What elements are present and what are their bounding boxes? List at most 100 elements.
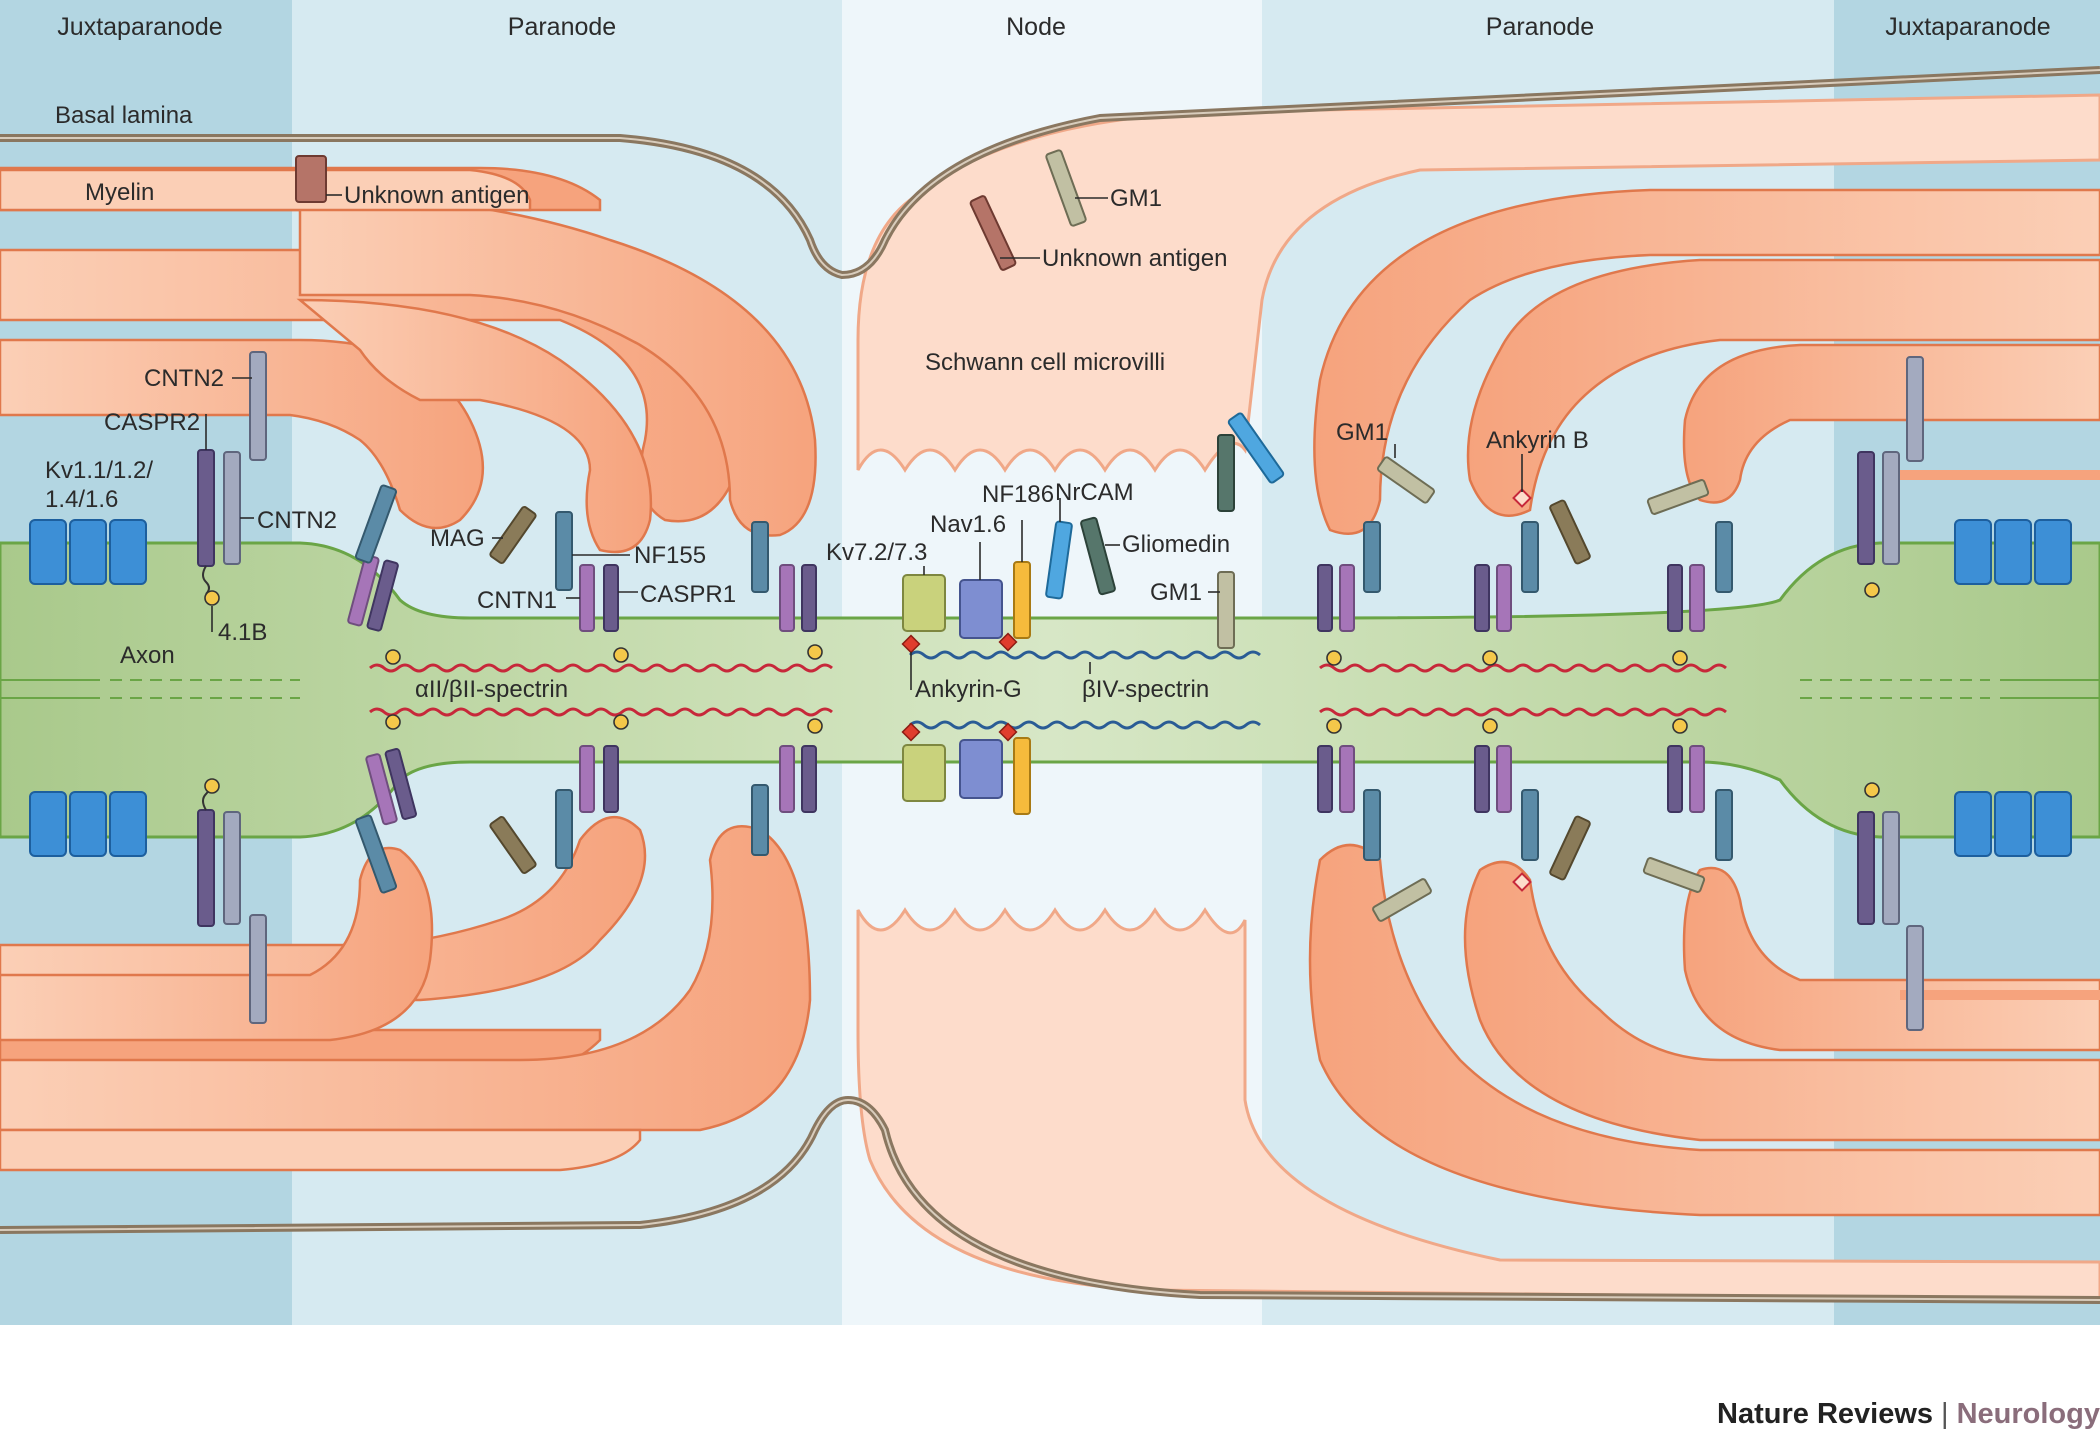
kv1-channel (2034, 519, 2072, 585)
labels: Basal lamina Myelin Unknown antigen GM1 … (45, 102, 1589, 703)
label-spectrin-paranode: αII/βII-spectrin (415, 676, 568, 703)
caspr1 (1317, 564, 1333, 632)
kv1-channel (1954, 791, 1992, 857)
linker-dot (807, 644, 823, 660)
cntn1 (1496, 745, 1512, 813)
linker-dot (1326, 718, 1342, 734)
cntn2 (223, 451, 241, 565)
label-axon: Axon (120, 642, 175, 669)
linker-dot (807, 718, 823, 734)
caspr1 (603, 564, 619, 632)
myelin-band-lower (0, 1128, 642, 1172)
kv7-channel (902, 574, 946, 632)
protein-41b (1864, 782, 1880, 798)
label-spectrin-node: βIV-spectrin (1082, 676, 1209, 703)
spectrin-blue-lower (909, 720, 1261, 730)
linker-dot (613, 647, 629, 663)
myelin-right-bottom-3 (1682, 866, 2100, 1052)
cntn1 (1339, 564, 1355, 632)
myelin-right-bottom-1 (1308, 843, 2100, 1217)
nf186 (1013, 737, 1031, 815)
caspr1 (1317, 745, 1333, 813)
publication-credit: Nature Reviews|Neurology (0, 1398, 2100, 1431)
ankyrin-g-marker (901, 634, 921, 654)
kv1-channel (69, 519, 107, 585)
kv1-channel (2034, 791, 2072, 857)
spectrin-blue-upper (909, 650, 1261, 660)
label-kv72: Kv7.2/7.3 (826, 539, 927, 566)
kv1-channel (1994, 519, 2032, 585)
label-caspr2: CASPR2 (104, 409, 200, 436)
label-ankyrin-b: Ankyrin B (1486, 427, 1589, 454)
caspr1 (1474, 564, 1490, 632)
myelin-right-top-2 (1466, 258, 2100, 517)
label-schwann-microvilli: Schwann cell microvilli (925, 349, 1165, 376)
nf155 (354, 484, 398, 564)
label-mag: MAG (430, 525, 485, 552)
caspr2 (197, 809, 215, 927)
zone-label-paranode-left: Paranode (508, 13, 616, 41)
spectrin (369, 650, 1727, 730)
myelin-right-bottom-2 (1463, 860, 2100, 1142)
nf155 (1521, 521, 1539, 593)
cntn1 (365, 753, 398, 826)
cntn2-bottom (249, 914, 267, 1024)
mag (489, 816, 537, 874)
protein-41b (1864, 582, 1880, 598)
ankyrin-b-marker (1512, 488, 1532, 508)
label-nf155: NF155 (634, 542, 706, 569)
nf155 (751, 521, 769, 593)
gm1-right-paranode-bottom (1372, 878, 1432, 922)
label-myelin: Myelin (85, 179, 154, 206)
axon (0, 541, 2100, 839)
label-gm1-node-top: GM1 (1110, 185, 1162, 212)
gliomedin (1080, 516, 1116, 596)
cntn1 (579, 745, 595, 813)
basal-lamina-lower-inner (0, 1098, 2100, 1301)
kv1-channel (29, 791, 67, 857)
label-gm1-node: GM1 (1150, 579, 1202, 606)
nf155 (1715, 521, 1733, 593)
gm1-right-far-bottom (1642, 857, 1706, 893)
nrcam-top (1227, 412, 1285, 484)
label-unknown-antigen-paranode: Unknown antigen (344, 182, 529, 209)
mag (1549, 499, 1591, 565)
label-gm1-right: GM1 (1336, 419, 1388, 446)
cntn1 (779, 564, 795, 632)
label-caspr1: CASPR1 (640, 581, 736, 608)
myelin-loop-top-6 (298, 193, 817, 537)
kv7-channel (902, 744, 946, 802)
myelin-loop-bottom-3 (0, 815, 647, 1002)
myelin-band-upper (0, 168, 532, 212)
paranode-left-proteins (347, 484, 823, 894)
nav16-channel (959, 579, 1003, 639)
caspr1 (801, 745, 817, 813)
cntn1 (1339, 745, 1355, 813)
caspr1 (801, 564, 817, 632)
label-cntn1: CNTN1 (477, 587, 557, 614)
ankyrin-g-marker (998, 722, 1018, 742)
kv1-channel (29, 519, 67, 585)
cntn2-bottom (1906, 925, 1924, 1031)
unknown-antigen-paranode (295, 155, 327, 203)
zone-labels: Juxtaparanode Paranode Node Paranode Jux… (57, 13, 2050, 41)
ankyrin-g-marker (901, 722, 921, 742)
spectrin-red-right-lower (1319, 707, 1727, 717)
kv1-channel (109, 519, 147, 585)
zone-label-paranode-right: Paranode (1486, 13, 1594, 41)
myelin-loop-bottom-4 (0, 846, 434, 1042)
caspr1 (1667, 564, 1683, 632)
mag (1549, 815, 1591, 881)
kv1-channel (1994, 791, 2032, 857)
cntn2 (1882, 811, 1900, 925)
kv1-channel (1954, 519, 1992, 585)
cntn2-top (249, 351, 267, 461)
node-proteins (295, 149, 1285, 815)
credit-separator: | (1941, 1398, 1949, 1430)
nav16-channel (959, 739, 1003, 799)
caspr2 (197, 449, 215, 567)
caspr2 (1857, 451, 1875, 565)
basal-lamina-upper-inner (0, 69, 2100, 277)
label-ankyrin-g: Ankyrin-G (915, 676, 1022, 703)
